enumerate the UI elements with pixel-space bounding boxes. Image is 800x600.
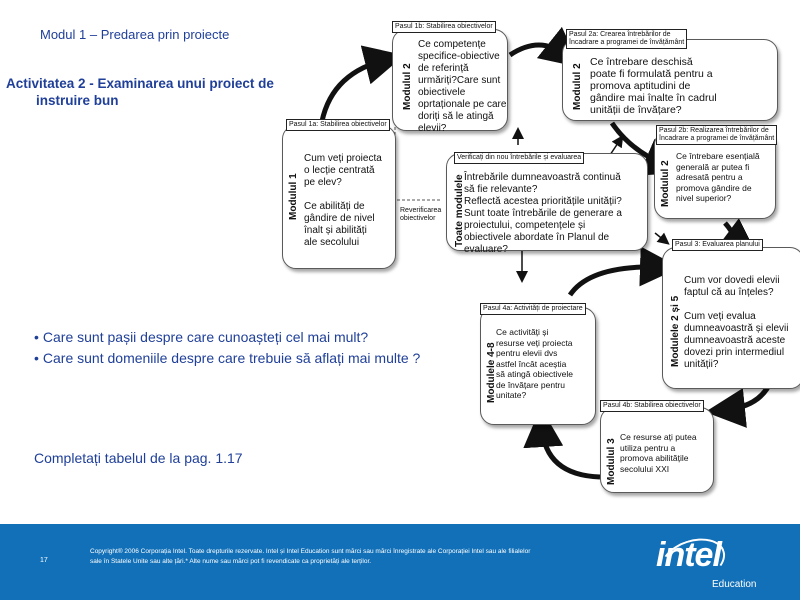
copyright-line1: Copyright® 2006 Corporația Intel. Toate …: [90, 548, 531, 555]
page-number: 17: [40, 557, 48, 564]
education-label: Education: [712, 579, 757, 590]
verify-tag: Verificați din nou întrebările și evalua…: [454, 152, 585, 164]
arrow-to-3: [654, 232, 670, 245]
module-title: Modul 1 – Predarea prin proiecte: [40, 27, 230, 42]
step-3-box: [662, 247, 800, 389]
step-2a-box: [562, 39, 778, 121]
question-2: Care sunt domeniile despre care trebuie …: [34, 348, 454, 369]
step-1a-box: [282, 125, 396, 269]
step-2a-tag: Pasul 2a: Crearea întrebărilor de încadr…: [566, 29, 688, 49]
step-2b-text: Ce întrebare esențială generală ar putea…: [676, 151, 760, 203]
verify-box: [446, 153, 648, 251]
step-2b-box: [654, 131, 776, 219]
arrow-4a-to-3: [567, 246, 680, 297]
copyright-text: Copyright® 2006 Corporația Intel. Toate …: [90, 547, 620, 567]
step-1b-module: Modulul 2: [402, 63, 413, 110]
step-4b-tag: Pasul 4b: Stabilirea obiectivelor: [600, 400, 704, 412]
question-1: Care sunt pașii despre care cunoașteți c…: [34, 327, 454, 348]
complete-instruction: Completați tabelul de la pag. 1.17: [34, 450, 243, 466]
activity-title: Activitatea 2 - Examinarea unui proiect …: [6, 75, 306, 109]
activity-title-line1: Activitatea 2 - Examinarea unui proiect …: [6, 76, 274, 91]
step-2a-module: Modulul 2: [572, 63, 583, 110]
step-4a-box: [480, 307, 596, 425]
arrow-1b-to-2a: [508, 26, 581, 68]
verify-text: Întrebările dumneavoastră continuă să fi…: [464, 172, 622, 255]
activity-title-line2: instruire bun: [36, 93, 119, 108]
step-2a-text: Ce întrebare deschisă poate fi formulată…: [590, 56, 717, 116]
step-1b-tag: Pasul 1b: Stabilirea obiectivelor: [392, 21, 496, 33]
step-4b-module: Modulul 3: [606, 438, 617, 485]
step-4a-tag: Pasul 4a: Activități de proiectare: [480, 303, 586, 315]
step-2b-module: Modulul 2: [660, 160, 671, 207]
step-4b-box: [600, 407, 714, 493]
question-list: Care sunt pașii despre care cunoașteți c…: [34, 327, 454, 369]
step-1b-box: [392, 29, 508, 131]
step-4a-text: Ce activități și resurse veți proiecta p…: [496, 327, 574, 400]
intel-logo: intel: [656, 536, 722, 574]
step-1b-text: Ce competențe specifice-obiective de ref…: [418, 39, 507, 134]
step-1a-tag: Pasul 1a: Stabilirea obiectivelor: [286, 119, 390, 131]
step-2b-tag: Pasul 2b: Realizarea întrebărilor de înc…: [656, 125, 778, 145]
step-3-text: Cum vor dovedi elevii faptul că au înțel…: [684, 275, 789, 370]
process-diagram: Pasul 1b: Stabilirea obiectivelor Modulu…: [270, 15, 800, 515]
footer-bar: [0, 524, 800, 600]
step-1a-module: Modulul 1: [288, 173, 299, 220]
step-1a-text: Cum veți proiecta o lecție centrată pe e…: [304, 153, 382, 248]
step-3-module: Modulele 2 și 5: [670, 295, 681, 367]
recheck-label: Reverificarea obiectivelor: [400, 207, 442, 222]
copyright-line2: sale în Statele Unite sau alte țări.* Al…: [90, 558, 372, 565]
arrow-4b-to-4a: [523, 407, 601, 480]
step-4b-text: Ce resurse ați putea utiliza pentru a pr…: [620, 432, 697, 474]
step-3-tag: Pasul 3: Evaluarea planului: [672, 239, 763, 251]
